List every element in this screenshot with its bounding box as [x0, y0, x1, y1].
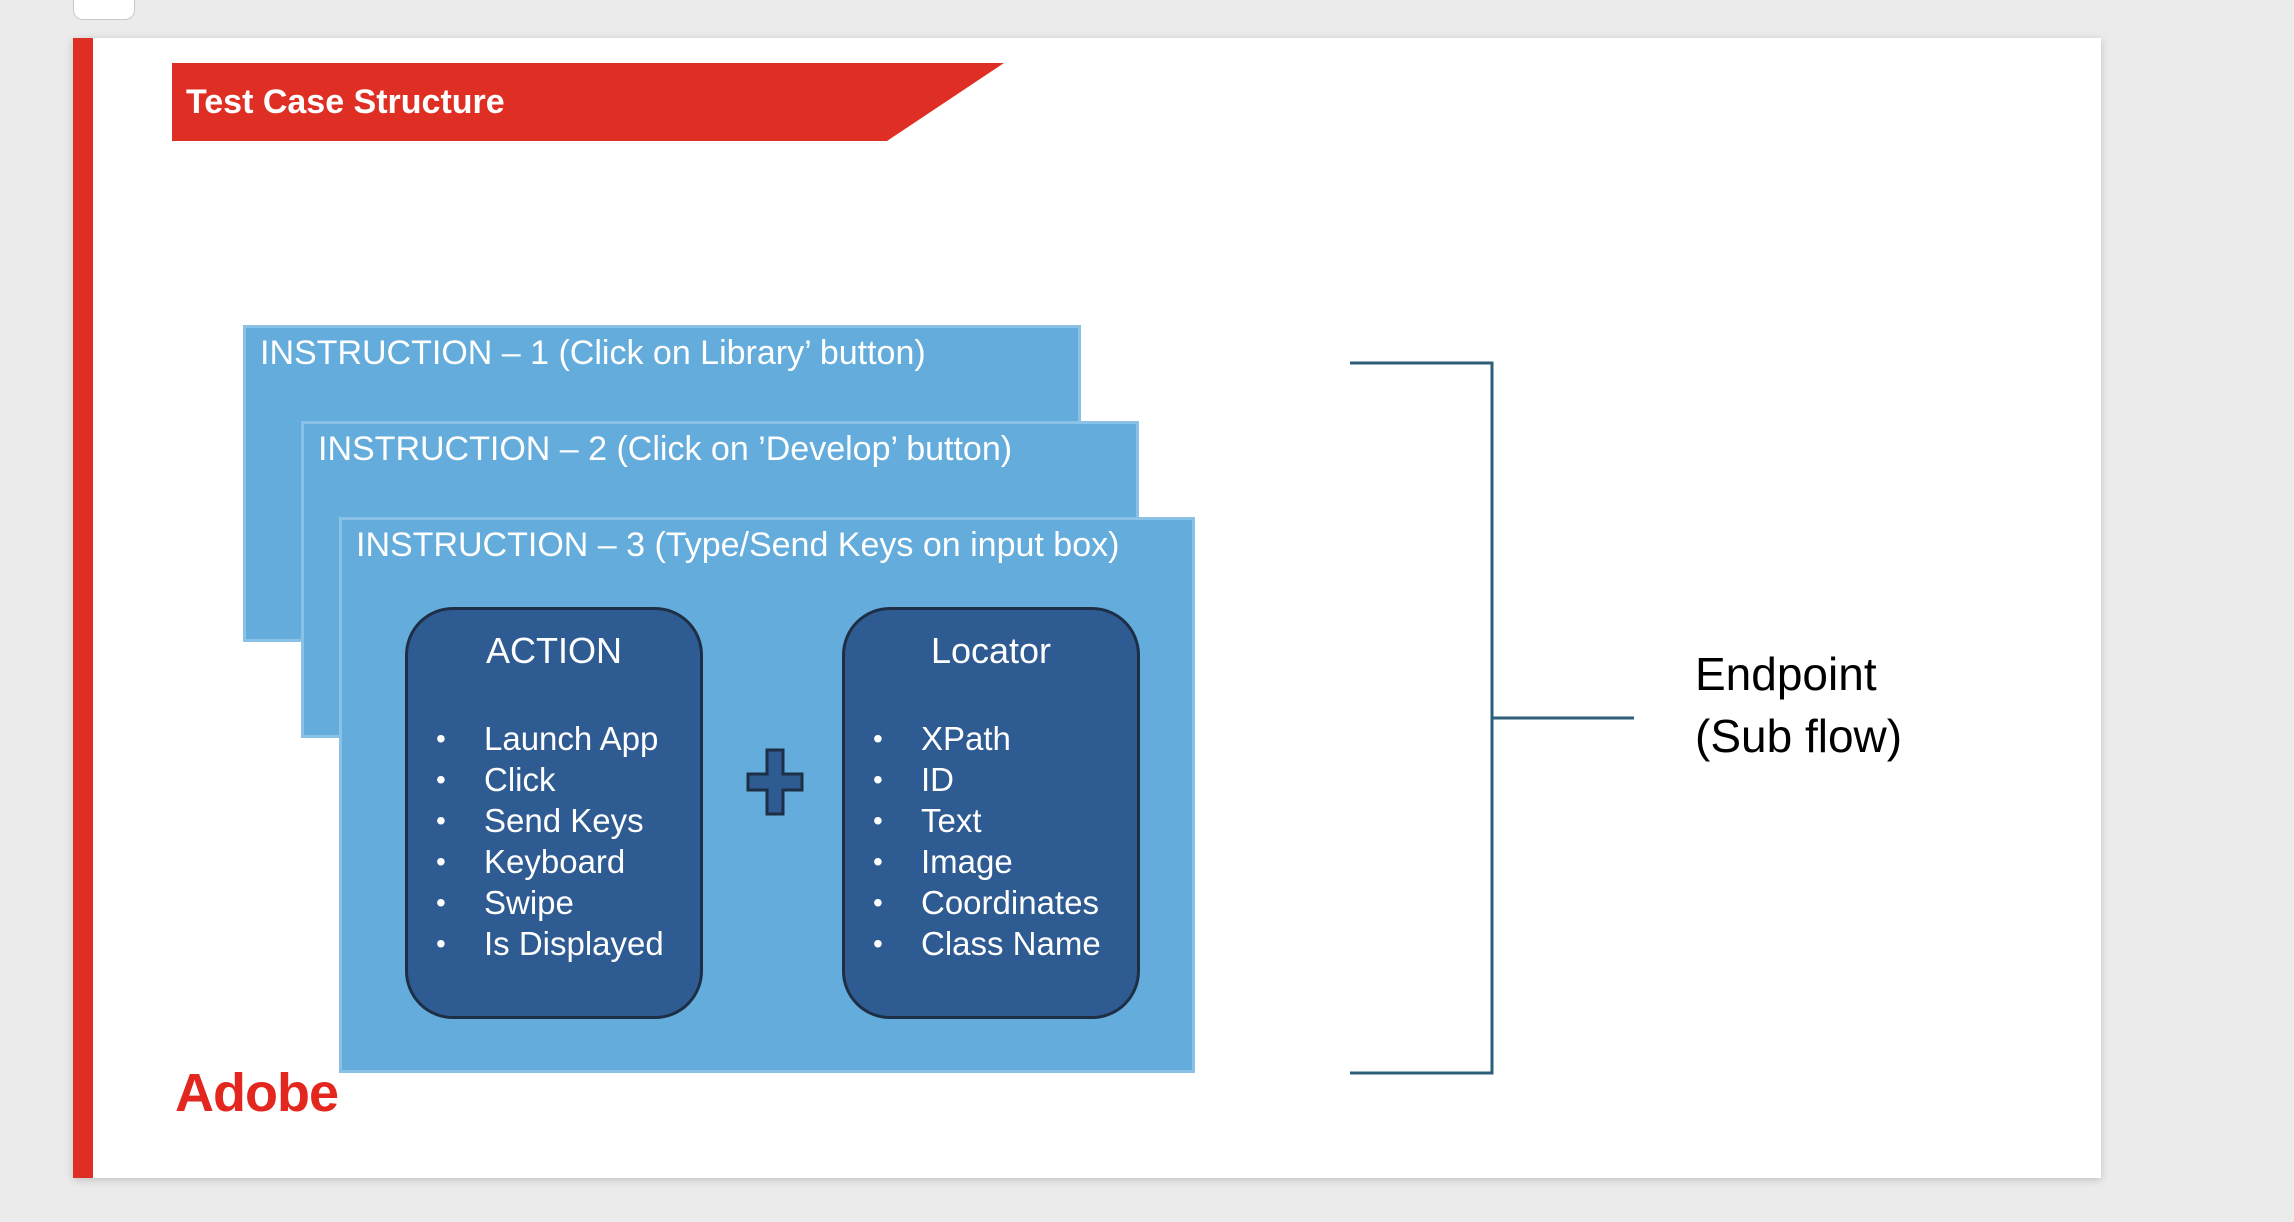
instruction-3-label: INSTRUCTION – 3 (Type/Send Keys on input… — [356, 526, 1120, 564]
locator-item: • ID — [845, 759, 1101, 800]
endpoint-line-2: (Sub flow) — [1695, 710, 1903, 762]
bullet-icon: • — [873, 805, 883, 836]
page-title: Test Case Structure — [186, 83, 505, 121]
action-item-label: Launch App — [484, 720, 659, 757]
bullet-icon: • — [436, 846, 446, 877]
adobe-logo: Adobe — [175, 1063, 339, 1123]
slide: Test Case Structure INSTRUCTION – 1 (Cli… — [73, 38, 2101, 1178]
locator-item: • Coordinates — [845, 882, 1101, 923]
instruction-card-3: INSTRUCTION – 3 (Type/Send Keys on input… — [339, 517, 1195, 1073]
action-item: • Launch App — [408, 718, 664, 759]
endpoint-line-1: Endpoint — [1695, 648, 1877, 700]
locator-item: • Text — [845, 800, 1101, 841]
action-item: • Swipe — [408, 882, 664, 923]
action-item: • Click — [408, 759, 664, 800]
locator-item-label: XPath — [921, 720, 1011, 757]
bullet-icon: • — [436, 764, 446, 795]
action-item-label: Is Displayed — [484, 925, 664, 962]
bullet-icon: • — [436, 887, 446, 918]
locator-item-label: ID — [921, 761, 954, 798]
bullet-icon: • — [436, 723, 446, 754]
action-item-label: Swipe — [484, 884, 574, 921]
endpoint-label: Endpoint (Sub flow) — [1695, 643, 1902, 767]
bullet-icon: • — [873, 846, 883, 877]
bullet-icon: • — [873, 928, 883, 959]
bullet-icon: • — [873, 887, 883, 918]
locator-item: • Image — [845, 841, 1101, 882]
locator-box: Locator • XPath • ID • Text • Image • Coordin… — [842, 607, 1140, 1019]
locator-item-label: Image — [921, 843, 1013, 880]
action-item: • Send Keys — [408, 800, 664, 841]
locator-list: • XPath • ID • Text • Image • Coordinates • Cl… — [845, 718, 1101, 964]
bullet-icon: • — [436, 805, 446, 836]
bullet-icon: • — [873, 764, 883, 795]
slide-accent-bar — [73, 38, 93, 1178]
action-item-label: Send Keys — [484, 802, 644, 839]
title-banner-shape — [172, 63, 1004, 141]
plus-icon — [746, 748, 804, 816]
action-box: ACTION • Launch App • Click • Send Keys • Ke… — [405, 607, 703, 1019]
locator-item: • XPath — [845, 718, 1101, 759]
bullet-icon: • — [436, 928, 446, 959]
instruction-2-label: INSTRUCTION – 2 (Click on ’Develop’ butt… — [318, 430, 1013, 468]
action-item: • Is Displayed — [408, 923, 664, 964]
locator-item-label: Class Name — [921, 925, 1101, 962]
action-title: ACTION — [485, 630, 622, 671]
locator-item: • Class Name — [845, 923, 1101, 964]
action-list: •Launch App •Click •Send Keys •Keyboard … — [408, 718, 664, 964]
action-item-label: Click — [484, 761, 556, 798]
toolbar-chip[interactable] — [73, 0, 135, 20]
bracket-connector — [1350, 361, 1634, 1075]
locator-item-label: Coordinates — [921, 884, 1099, 921]
locator-item-label: Text — [921, 802, 982, 839]
locator-title: Locator — [930, 630, 1052, 671]
bullet-icon: • — [873, 723, 883, 754]
action-item-label: Keyboard — [484, 843, 626, 880]
instruction-1-label: INSTRUCTION – 1 (Click on Library’ butto… — [260, 334, 926, 372]
action-item: • Keyboard — [408, 841, 664, 882]
